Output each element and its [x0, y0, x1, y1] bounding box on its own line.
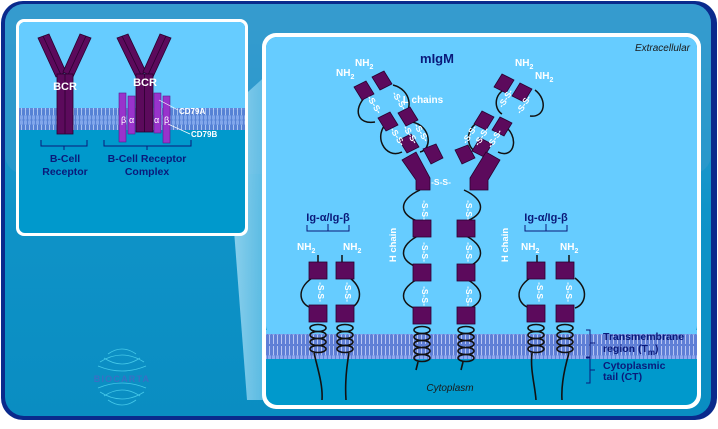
cd79b-right — [162, 95, 171, 144]
ss-bond: -S-S- — [564, 282, 574, 302]
receptor-label-line2: Receptor — [42, 166, 88, 178]
receptor-label-line1: B-Cell — [50, 153, 80, 165]
beta-right-label: β — [164, 115, 169, 125]
light-chain-domain — [511, 82, 533, 103]
complex-bracket — [103, 140, 192, 150]
extracellular-label: Extracellular — [635, 43, 691, 54]
complex-label-line1: B-Cell Receptor — [108, 153, 187, 165]
cytoplasmic-tail-label-line2: tail (CT) — [603, 371, 642, 383]
ig-domain — [555, 304, 575, 323]
ss-bond: -S-S- — [420, 200, 430, 220]
ss-bond: -S-S- — [316, 282, 326, 302]
light-chain-domain — [398, 133, 420, 154]
ig-alpha-beta-label-right: Ig-α/Ig-β — [524, 212, 568, 224]
transmembrane-label-line1: Transmembrane — [603, 331, 684, 343]
inset-bcr-label-2: BCR — [133, 77, 157, 89]
logo-mesh-icon — [97, 348, 147, 406]
cytoplasmic-tail-label-line1: Cytoplasmic — [603, 360, 666, 372]
heavy-chain-domain — [456, 219, 476, 238]
ig-domain — [308, 304, 328, 323]
nh2-label: NH2 — [515, 58, 533, 71]
ss-bond: -S-S- — [343, 282, 353, 302]
ig-domain — [555, 261, 575, 280]
cytoplasmic-tail — [530, 352, 537, 401]
cytoplasmic-tail-bracket — [586, 357, 595, 384]
cd79b-left — [118, 92, 127, 143]
main-panel: Extracellular Cytoplasm mIgM L chains — [262, 33, 701, 409]
ss-bond: -S-S- — [464, 286, 474, 306]
heavy-chain-domain — [397, 106, 419, 127]
cytoplasmic-tail — [561, 352, 570, 401]
heavy-chain-domain — [456, 306, 476, 325]
ss-bond: -S-S- — [420, 286, 430, 306]
cd79a-label: CD79A — [179, 107, 205, 116]
cytoplasm-label: Cytoplasm — [426, 383, 473, 394]
ig-domain — [526, 304, 546, 323]
ig-domain — [308, 261, 328, 280]
cytoplasmic-tail — [313, 352, 323, 401]
heavy-chain-hinge-left — [401, 151, 431, 191]
ig-alpha-beta-left: Ig-α/Ig-β NH2 NH2 -S-S- -S-S- — [297, 212, 361, 401]
ss-bond: -S-S- — [464, 200, 474, 220]
ss-hinge: -S-S- — [431, 177, 451, 187]
receptor-bracket — [40, 140, 88, 150]
alpha-right-label: α — [154, 115, 159, 125]
nh2-label: NH2 — [343, 242, 361, 255]
inset-bcr-label-1: BCR — [53, 81, 77, 93]
heavy-chain-domain — [371, 70, 393, 91]
migm-title: mIgM — [420, 51, 454, 66]
cd79a-left — [127, 95, 136, 135]
ig-domain — [526, 261, 546, 280]
heavy-chain-domain — [412, 263, 432, 282]
logo-text: BIOCARTA — [94, 374, 150, 384]
light-chain-domain — [377, 111, 399, 132]
alpha-left-label: α — [129, 115, 134, 125]
transmembrane-bracket — [586, 329, 595, 358]
nh2-label: NH2 — [297, 242, 315, 255]
inset-bcr-receptor — [37, 33, 92, 135]
biocarta-logo: BIOCARTA — [94, 348, 150, 406]
nh2-label: NH2 — [355, 58, 373, 71]
heavy-chain-domain — [412, 306, 432, 325]
migm-molecule — [353, 70, 544, 325]
heavy-chain-domain — [493, 73, 515, 94]
cytoplasmic-tail — [344, 352, 350, 401]
ig-domain — [335, 261, 355, 280]
heavy-chain-domain — [456, 263, 476, 282]
ig-alpha-beta-right: Ig-α/Ig-β NH2 NH2 -S-S- -S-S- — [518, 212, 586, 401]
transmembrane-label-line2: region (Tm) — [603, 343, 659, 357]
heavy-chain-domain — [473, 110, 495, 131]
nh2-label: NH2 — [535, 71, 553, 84]
ig-domain — [335, 304, 355, 323]
ss-bond: -S-S- — [535, 282, 545, 302]
light-chain-domain — [353, 80, 375, 101]
l-chains-label: L chains — [403, 95, 444, 106]
inset-bcr-complex — [116, 33, 172, 144]
heavy-chain-domain — [454, 144, 476, 165]
heavy-chain-domain — [422, 143, 444, 165]
nh2-label: NH2 — [560, 242, 578, 255]
migm-transmembrane-coils — [413, 325, 475, 371]
ss-bond: -S-S- — [420, 242, 430, 262]
cd79b-label: CD79B — [191, 130, 217, 139]
complex-label-line2: Complex — [125, 166, 170, 178]
cd79a-right — [153, 92, 162, 134]
nh2-label: NH2 — [336, 68, 354, 81]
ss-bond: -S-S- — [464, 242, 474, 262]
h-chain-label-right: H chain — [500, 228, 511, 263]
light-chain-domain — [491, 116, 513, 137]
h-chain-label-left: H chain — [388, 228, 399, 263]
nh2-label: NH2 — [521, 242, 539, 255]
beta-left-label: β — [121, 115, 126, 125]
inset-panel: BCR BCR β α α β CD79A CD79B B-Cell Recep… — [16, 19, 248, 236]
heavy-chain-hinge-right — [469, 151, 501, 191]
heavy-chain-domain — [412, 219, 432, 238]
ig-alpha-beta-label-left: Ig-α/Ig-β — [306, 212, 350, 224]
